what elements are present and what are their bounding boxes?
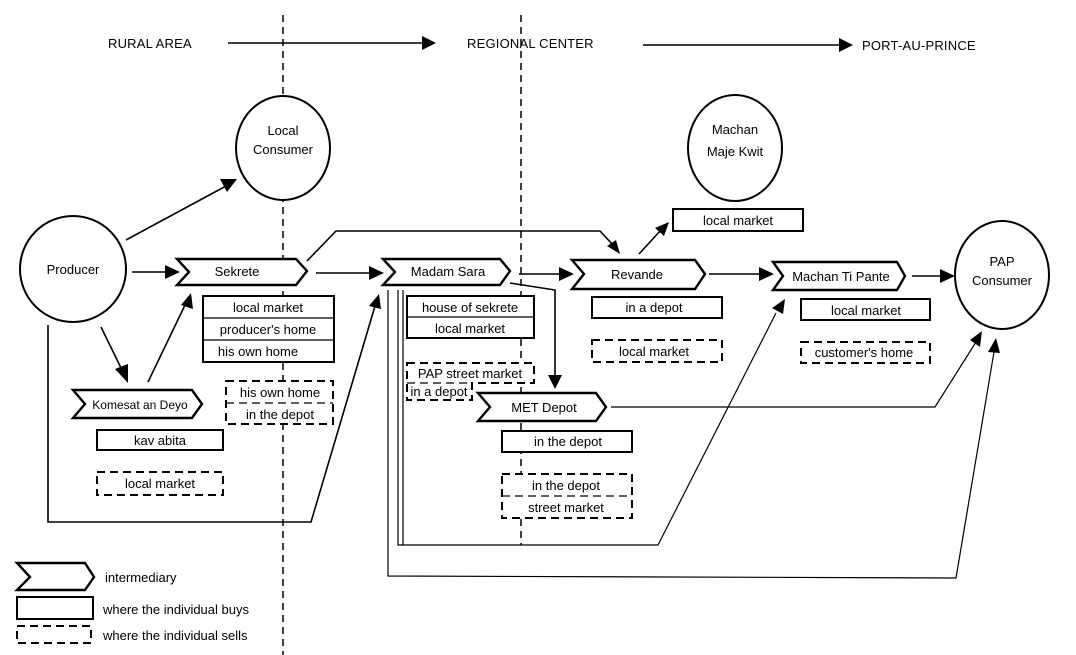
arrowhead xyxy=(369,294,381,309)
location-text: local market xyxy=(831,303,901,318)
pap-consumer-node: PAP Consumer xyxy=(954,220,1050,330)
arrowhead xyxy=(165,265,180,279)
legend-label: where the individual sells xyxy=(102,628,248,643)
edge-revande-maje-kwit xyxy=(638,229,662,255)
edge-madam-sara-ti-pante xyxy=(397,290,777,546)
location-text: in the depot xyxy=(534,434,602,449)
arrowhead xyxy=(559,267,574,281)
intermediary-met-depot: MET Depot xyxy=(475,391,608,423)
sekrete-buys-box: local market producer's home his own hom… xyxy=(202,295,335,363)
local-consumer-label-1: Local xyxy=(267,123,298,138)
location-text: in a depot xyxy=(410,384,467,399)
maje-kwit-label-2: Maje Kwit xyxy=(707,144,764,159)
legend: intermediary where the individual buys w… xyxy=(14,561,249,644)
legend-item-sells: where the individual sells xyxy=(16,625,248,644)
intermediary-madam-sara: Madam Sara xyxy=(380,257,512,287)
edge-madam-sara-met xyxy=(509,282,556,376)
local-consumer-node: Local Consumer xyxy=(235,95,331,201)
arrowhead xyxy=(548,375,562,389)
revande-label: Revande xyxy=(611,267,663,282)
revande-sells-box: local market xyxy=(591,339,723,363)
location-text: local market xyxy=(435,321,505,336)
komesat-sells-box: local market xyxy=(96,471,224,496)
region-arrowhead-1 xyxy=(422,36,436,50)
revande-buys-box: in a depot xyxy=(591,296,723,319)
legend-label: where the individual buys xyxy=(102,602,249,617)
dashed-box-icon xyxy=(16,625,92,644)
arrowhead xyxy=(940,269,955,283)
ti-pante-sells-box: customer's home xyxy=(800,341,931,364)
location-text: local market xyxy=(619,344,689,359)
komesat-buys-box: kav abita xyxy=(96,429,224,451)
pap-consumer-label-1: PAP xyxy=(989,254,1014,269)
region-pap-label: PORT-AU-PRINCE xyxy=(862,38,976,53)
madam-sara-label: Madam Sara xyxy=(411,264,486,279)
machan-maje-kwit-node: Machan Maje Kwit xyxy=(687,94,783,202)
intermediary-sekrete: Sekrete xyxy=(174,257,309,287)
arrowhead xyxy=(607,240,620,254)
arrowhead xyxy=(970,331,982,347)
location-text: local market xyxy=(125,476,195,491)
solid-box-icon xyxy=(16,596,94,620)
arrowhead xyxy=(369,266,384,280)
local-consumer-label-2: Consumer xyxy=(253,142,314,157)
arrowhead xyxy=(759,267,774,281)
edge-producer-local-consumer xyxy=(125,185,227,241)
edge-producer-komesat xyxy=(100,326,123,371)
location-text: local market xyxy=(233,300,303,315)
location-text: kav abita xyxy=(134,433,187,448)
intermediary-symbol-icon xyxy=(14,561,96,592)
location-text: his own home xyxy=(218,344,298,359)
location-text: producer's home xyxy=(220,322,316,337)
location-text: in a depot xyxy=(625,300,682,315)
arrowhead xyxy=(115,364,128,383)
met-buys-box: in the depot xyxy=(501,430,633,453)
location-text: in the depot xyxy=(532,478,600,493)
edge-met-pap-consumer xyxy=(611,341,977,408)
location-text: house of sekrete xyxy=(422,300,518,315)
location-text: in the depot xyxy=(246,407,314,422)
edge-madam-sara-pap-consumer xyxy=(387,290,995,579)
arrowhead xyxy=(220,179,237,192)
arrowhead xyxy=(655,222,669,236)
komesat-label: Komesat an Deyo xyxy=(92,398,188,412)
madam-sara-buys-box: house of sekrete local market xyxy=(406,295,535,339)
region-arrowhead-2 xyxy=(839,38,853,52)
ti-pante-buys-box: local market xyxy=(800,298,931,321)
maje-kwit-label-1: Machan xyxy=(712,122,758,137)
intermediary-machan-ti-pante: Machan Ti Pante xyxy=(770,260,907,292)
producer-label: Producer xyxy=(47,262,100,277)
region-rural-label: RURAL AREA xyxy=(108,36,192,51)
location-text: street market xyxy=(528,500,604,515)
edge-producer-madam-sara xyxy=(47,305,376,523)
location-text: customer's home xyxy=(815,345,914,360)
met-sells-box: in the depot street market xyxy=(501,473,633,519)
met-depot-label: MET Depot xyxy=(511,400,577,415)
arrowhead xyxy=(181,293,193,309)
location-text: his own home xyxy=(240,385,320,400)
intermediary-komesat: Komesat an Deyo xyxy=(70,388,204,420)
producer-node: Producer xyxy=(19,215,127,323)
sekrete-label: Sekrete xyxy=(215,264,260,279)
edge-sekrete-revande xyxy=(306,230,614,262)
legend-item-intermediary: intermediary xyxy=(14,561,177,592)
ti-pante-label: Machan Ti Pante xyxy=(792,269,890,284)
maje-kwit-buys-box: local market xyxy=(672,208,804,232)
sekrete-sells-box: his own home in the depot xyxy=(225,380,334,425)
flow-edges xyxy=(47,179,1000,579)
location-text: local market xyxy=(703,213,773,228)
edge-komesat-sekrete xyxy=(147,302,187,383)
location-text: PAP street market xyxy=(418,366,523,381)
legend-label: intermediary xyxy=(105,570,177,585)
region-regional-label: REGIONAL CENTER xyxy=(467,36,594,51)
intermediary-revande: Revande xyxy=(569,258,707,291)
arrowhead xyxy=(988,338,1000,353)
madam-sara-sells-box: PAP street market in a depot xyxy=(406,362,535,401)
arrowhead xyxy=(772,299,785,314)
legend-item-buys: where the individual buys xyxy=(16,596,249,620)
pap-consumer-label-2: Consumer xyxy=(972,273,1033,288)
